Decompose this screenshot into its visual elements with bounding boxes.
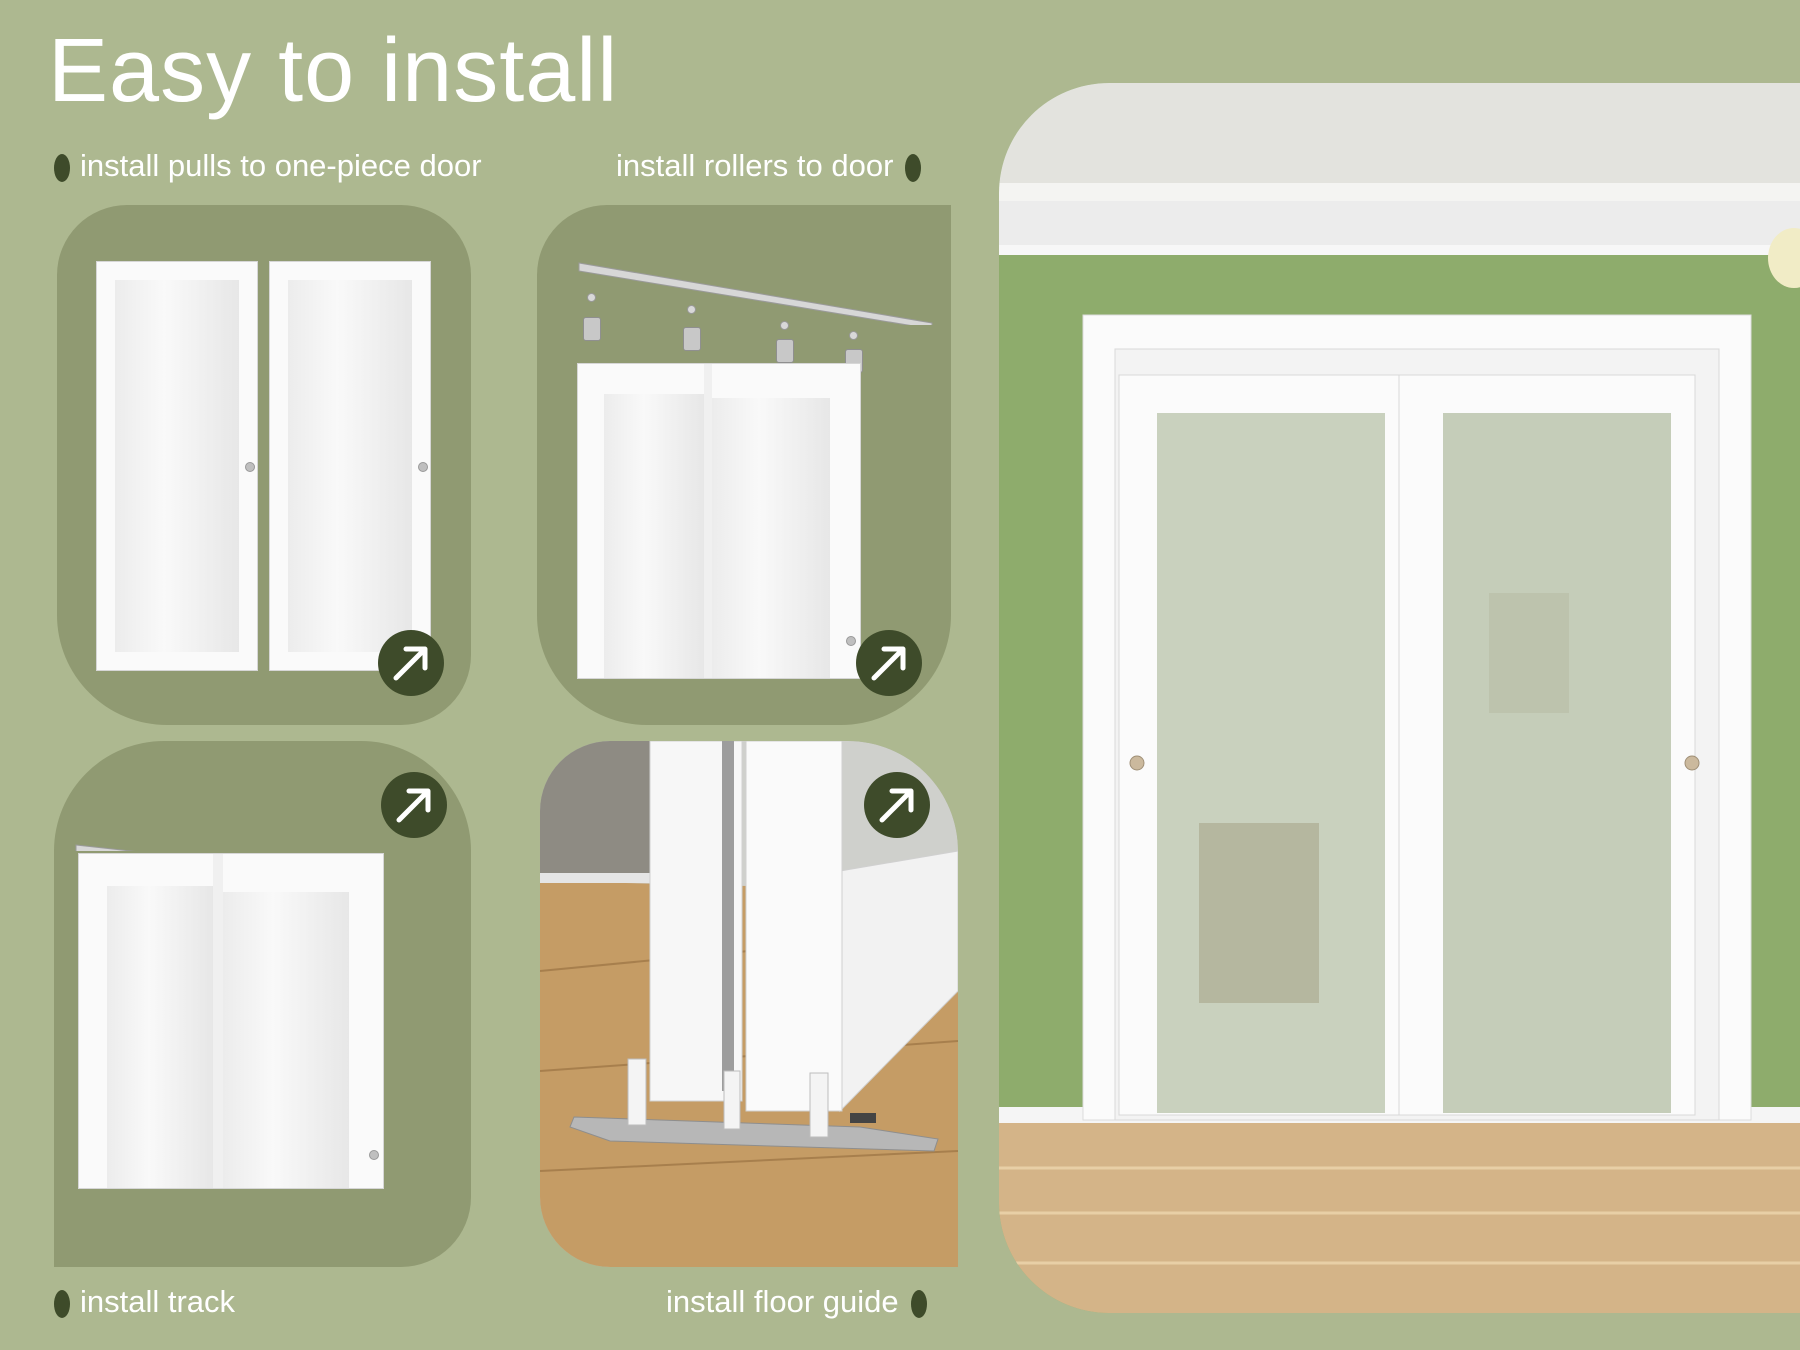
door-image bbox=[78, 853, 384, 1189]
track-rail-image bbox=[75, 844, 136, 851]
roller-icon bbox=[776, 339, 794, 363]
room-hero-photo bbox=[999, 83, 1800, 1313]
room-illustration bbox=[999, 83, 1800, 1313]
screw-icon bbox=[587, 293, 596, 302]
page-title: Easy to install bbox=[48, 21, 619, 121]
step-4-label: install floor guide bbox=[666, 1284, 899, 1319]
expand-button[interactable] bbox=[381, 772, 447, 838]
door-left-image bbox=[96, 261, 258, 671]
step-caption-4: install floor guide bbox=[666, 1286, 927, 1318]
arrow-up-right-icon bbox=[396, 788, 431, 823]
step-caption-1: install pulls to one-piece door bbox=[54, 150, 482, 182]
leaf-bullet-icon bbox=[54, 1289, 70, 1318]
pull-knob-icon bbox=[369, 1150, 379, 1160]
step-panel-install-rollers bbox=[537, 205, 951, 725]
arrow-up-right-icon bbox=[871, 646, 906, 681]
screw-icon bbox=[849, 331, 858, 340]
pull-knob-icon bbox=[418, 462, 428, 472]
step-1-label: install pulls to one-piece door bbox=[80, 148, 482, 183]
track-rail-image bbox=[578, 262, 933, 325]
roller-icon bbox=[683, 327, 701, 351]
leaf-bullet-icon bbox=[910, 1289, 927, 1318]
arrow-up-right-icon bbox=[879, 788, 914, 823]
arrow-up-right-icon bbox=[393, 646, 428, 681]
expand-button[interactable] bbox=[378, 630, 444, 696]
pull-knob-icon bbox=[245, 462, 255, 472]
screw-icon bbox=[780, 321, 789, 330]
leaf-bullet-icon bbox=[905, 153, 922, 182]
step-panel-install-pulls bbox=[57, 205, 471, 725]
screw-icon bbox=[687, 305, 696, 314]
door-image bbox=[577, 363, 861, 679]
step-caption-3: install track bbox=[54, 1286, 235, 1318]
step-caption-2: install rollers to door bbox=[616, 148, 922, 183]
roller-icon bbox=[583, 317, 601, 341]
expand-button[interactable] bbox=[856, 630, 922, 696]
step-3-label: install track bbox=[80, 1284, 236, 1319]
step-panel-install-track bbox=[54, 741, 471, 1267]
leaf-bullet-icon bbox=[54, 153, 70, 182]
expand-button[interactable] bbox=[864, 772, 930, 838]
pull-knob-icon bbox=[846, 636, 856, 646]
step-panel-install-floor-guide bbox=[540, 741, 958, 1267]
step-2-label: install rollers to door bbox=[616, 148, 894, 183]
door-right-image bbox=[269, 261, 431, 671]
